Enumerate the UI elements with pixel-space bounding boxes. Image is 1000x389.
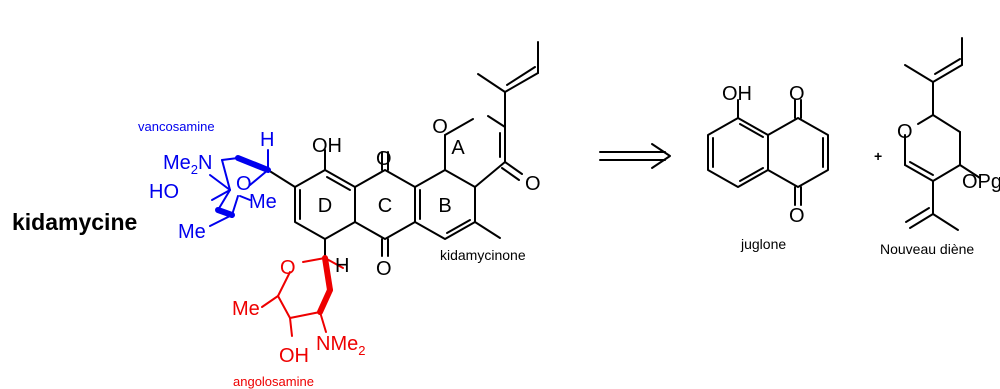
quinone-o-bottom: O [376, 258, 392, 280]
ring-d-label: D [318, 195, 332, 217]
juglone-label: juglone [740, 236, 786, 252]
vancosamine-sugar [209, 149, 271, 227]
ring-a-label: A [451, 137, 465, 159]
ring-b-label: B [438, 195, 451, 217]
kidamycinone-core [267, 41, 539, 259]
vancosamine-label: vancosamine [138, 119, 215, 134]
diene-structure [904, 37, 981, 231]
vancosamine-ho: HO [149, 181, 179, 203]
retrosynthesis-arrow [599, 143, 671, 169]
quinone-o-top: O [376, 148, 392, 170]
juglone-o-top: O [789, 83, 805, 105]
angolosamine-sugar [261, 255, 344, 337]
angolosamine-ring-o: O [280, 257, 296, 279]
vancosamine-me-right: Me [249, 191, 277, 213]
ring-c-label: C [378, 195, 392, 217]
diene-opg: OPg [962, 171, 1000, 193]
vancosamine-nme2: Me2N [163, 152, 212, 177]
pyranone-o: O [525, 173, 541, 195]
angolosamine-me: Me [232, 298, 260, 320]
phenol-oh: OH [312, 135, 342, 157]
vancosamine-me-left: Me [178, 221, 206, 243]
plus-sign: + [874, 148, 882, 164]
diene-ring-o: O [897, 121, 913, 143]
angolosamine-oh: OH [279, 345, 309, 367]
angolosamine-h: H [335, 255, 349, 277]
juglone-oh: OH [722, 83, 752, 105]
vancosamine-ring-o: O [236, 173, 252, 195]
angolosamine-nme2: NMe2 [316, 333, 365, 358]
vancosamine-h: H [260, 129, 274, 151]
juglone-structure [707, 99, 829, 206]
kidamycinone-label: kidamycinone [440, 247, 526, 263]
ring-a-oxygen: O [432, 116, 448, 138]
juglone-o-bottom: O [789, 205, 805, 227]
angolosamine-label: angolosamine [233, 374, 314, 389]
diene-label: Nouveau diène [880, 241, 974, 257]
compound-title: kidamycine [12, 209, 137, 235]
